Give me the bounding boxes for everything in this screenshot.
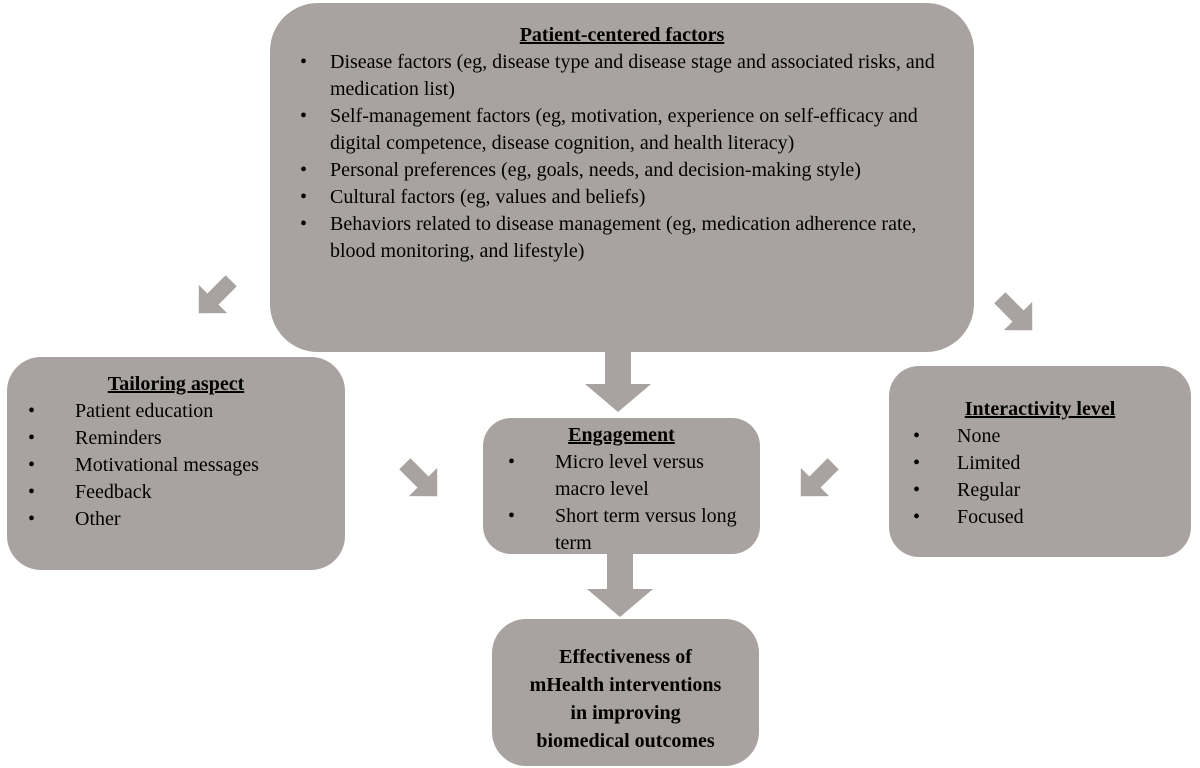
bullet-icon: • xyxy=(300,213,308,235)
patient-centered-factors-title: Patient-centered factors xyxy=(519,24,725,46)
arrow-interactivity-to-engagement xyxy=(800,458,839,497)
arrow-shape xyxy=(198,275,237,314)
list-item-text: Motivational messages xyxy=(75,454,259,476)
arrow-shape xyxy=(587,553,653,617)
list-item-text: Disease factors (eg, disease type and di… xyxy=(330,51,935,100)
tailoring-aspect-title: Tailoring aspect xyxy=(107,373,245,395)
list-item: • Regular xyxy=(913,477,1181,504)
list-item: • None xyxy=(913,423,1181,450)
arrow-patient-to-tailoring xyxy=(198,275,237,314)
list-item-text: Reminders xyxy=(75,427,162,449)
list-item-text: Other xyxy=(75,508,121,530)
list-item: • Focused xyxy=(913,504,1181,531)
list-item-text: Regular xyxy=(957,479,1021,501)
list-item: • Self-management factors (eg, motivation… xyxy=(300,103,936,157)
list-item-text: Personal preferences (eg, goals, needs, … xyxy=(330,159,861,181)
arrow-shape xyxy=(585,348,651,412)
engagement-title: Engagement xyxy=(568,424,675,446)
bullet-icon: • xyxy=(300,51,308,73)
list-item-text: Micro level versus macro level xyxy=(555,451,704,500)
bullet-icon: • xyxy=(300,186,308,208)
list-item-text: Cultural factors (eg, values and beliefs… xyxy=(330,186,646,208)
arrow-engagement-to-outcome xyxy=(587,553,653,617)
tailoring-aspect-box: Tailoring aspect • Patient education • Rem… xyxy=(7,357,345,570)
arrow-shape xyxy=(800,458,839,497)
bullet-icon: • xyxy=(913,479,921,501)
list-item-text: Feedback xyxy=(75,481,152,503)
interactivity-level-list: • None • Limited • Regular • Focused xyxy=(889,423,1191,531)
list-item: • Reminders xyxy=(28,425,335,452)
bullet-icon: • xyxy=(300,159,308,181)
list-item: • Feedback xyxy=(28,479,335,506)
bullet-icon: • xyxy=(28,400,36,422)
bullet-icon: • xyxy=(300,105,308,127)
engagement-list: • Micro level versus macro level • Short t… xyxy=(483,449,760,557)
list-item-text: None xyxy=(957,425,1001,447)
list-item-text: Limited xyxy=(957,452,1021,474)
list-item: • Behaviors related to disease management… xyxy=(300,211,936,265)
bullet-icon: • xyxy=(28,481,36,503)
list-item-text: Self-management factors (eg, motivation,… xyxy=(330,105,918,154)
bullet-icon: • xyxy=(28,427,36,449)
arrow-patient-to-engagement xyxy=(585,348,651,412)
list-item-text: Short term versus long term xyxy=(555,505,737,554)
patient-centered-factors-list: • Disease factors (eg, disease type and d… xyxy=(270,49,974,265)
outcome-text-line: in improving xyxy=(570,702,681,724)
engagement-box: Engagement • Micro level versus macro lev… xyxy=(483,418,760,554)
bullet-icon: • xyxy=(508,451,516,473)
outcome-text-line: Effectiveness of xyxy=(559,646,692,668)
list-item: • Personal preferences (eg, goals, needs,… xyxy=(300,157,936,184)
outcome-text-line: mHealth interventions xyxy=(529,674,722,696)
interactivity-level-box: Interactivity level • None • Limited • Regu… xyxy=(889,366,1191,557)
patient-centered-factors-box: Patient-centered factors • Disease factor… xyxy=(270,3,974,352)
bullet-icon: • xyxy=(913,425,921,447)
list-item-text: Focused xyxy=(957,506,1024,528)
list-item-text: Patient education xyxy=(75,400,214,422)
arrow-patient-to-interactivity xyxy=(994,292,1033,331)
bullet-icon: • xyxy=(913,452,921,474)
bullet-icon: • xyxy=(28,508,36,530)
bullet-icon: • xyxy=(913,506,921,528)
list-item: • Patient education xyxy=(28,398,335,425)
bullet-icon: • xyxy=(28,454,36,476)
list-item: • Other xyxy=(28,506,335,533)
arrow-shape xyxy=(399,458,438,497)
list-item: • Micro level versus macro level xyxy=(508,449,746,503)
tailoring-aspect-list: • Patient education • Reminders • Motivatio… xyxy=(7,398,345,533)
list-item-text: Behaviors related to disease management … xyxy=(330,213,917,262)
arrow-shape xyxy=(994,292,1033,331)
list-item: • Limited xyxy=(913,450,1181,477)
outcome-box: Effectiveness of mHealth interventions i… xyxy=(492,619,759,766)
list-item: • Cultural factors (eg, values and belief… xyxy=(300,184,936,211)
outcome-text-line: biomedical outcomes xyxy=(536,730,715,752)
list-item: • Motivational messages xyxy=(28,452,335,479)
interactivity-level-title: Interactivity level xyxy=(964,398,1116,420)
list-item: • Short term versus long term xyxy=(508,503,746,557)
list-item: • Disease factors (eg, disease type and d… xyxy=(300,49,936,103)
arrow-tailoring-to-engagement xyxy=(399,458,438,497)
bullet-icon: • xyxy=(508,505,516,527)
